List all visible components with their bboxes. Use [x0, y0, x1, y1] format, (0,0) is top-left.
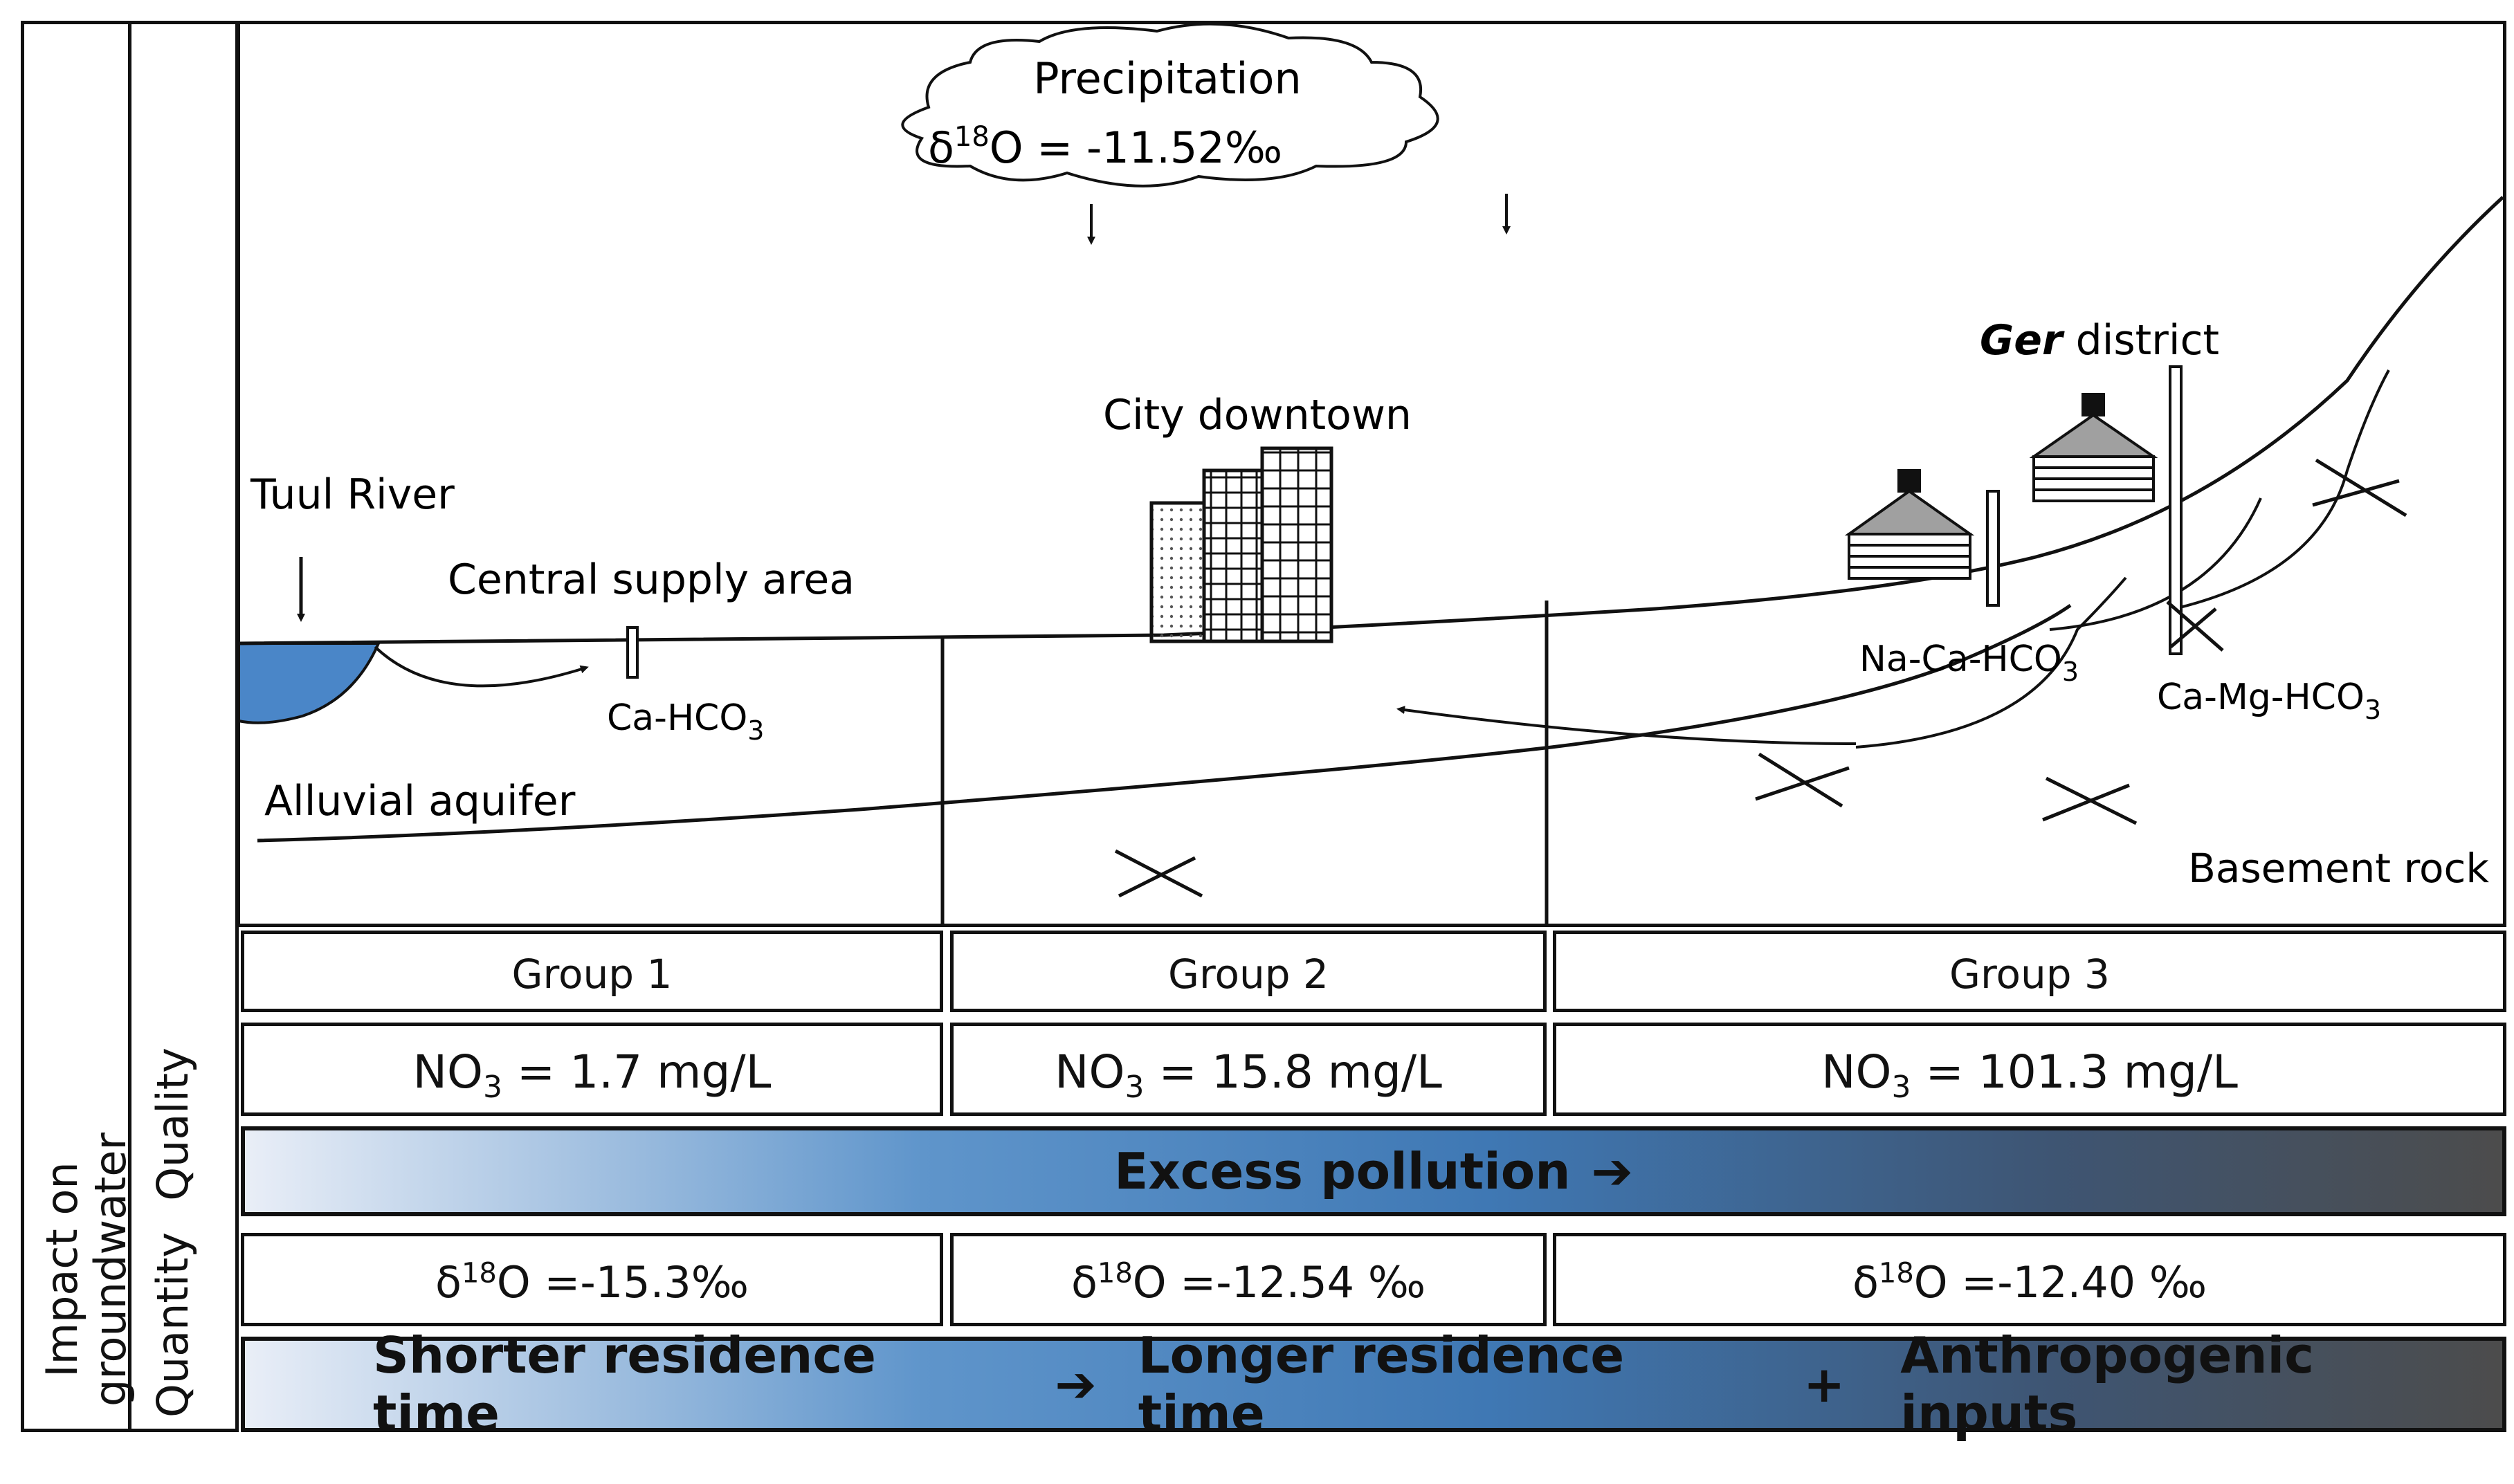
shorter-residence-label: Shorter residence time — [373, 1326, 876, 1442]
ca-hco3-label: Ca-HCO3 — [607, 697, 764, 746]
ger-tent-2 — [2029, 393, 2158, 502]
precip-delta-label: δ18O = -11.52‰ — [928, 121, 1282, 173]
d18o-prefix: δ — [435, 1257, 462, 1308]
d18o-superscript: 18 — [461, 1257, 497, 1290]
precipitation-label: Precipitation — [1033, 53, 1302, 104]
rock-cross-2 — [1755, 752, 1850, 808]
building-2 — [1202, 468, 1272, 643]
impact-label-line1: Impact on — [37, 1162, 87, 1377]
residence-arrow-icon: ➔ — [1055, 1355, 1097, 1413]
side-column-inner — [128, 21, 239, 1432]
d18o-superscript: 18 — [1878, 1257, 1914, 1290]
no3-prefix: NO — [1055, 1045, 1125, 1099]
d18o-value: O =-15.3‰ — [496, 1257, 749, 1308]
group-2-label: Group 2 — [1168, 951, 1329, 998]
alluvial-bottom — [257, 603, 2072, 843]
alluvial-aquifer-label: Alluvial aquifer — [264, 777, 576, 825]
no3-subscript: 3 — [1124, 1070, 1145, 1106]
rock-cross-1 — [1114, 849, 1203, 898]
supply-well — [626, 626, 639, 679]
flow-arrow-ger — [1396, 706, 1857, 745]
group-3-d18o: δ18O =-12.40 ‰ — [1553, 1233, 2506, 1326]
diagram-panel: Precipitation δ18O = -11.52‰ Tuul River … — [237, 21, 2506, 927]
pollution-bar: Excess pollution ➔ — [241, 1126, 2506, 1216]
ger-tent-1 — [1844, 469, 1975, 580]
quality-label: Quality — [147, 1047, 198, 1201]
plus-sign: + — [1803, 1355, 1846, 1413]
group-3-no3: NO3 = 101.3 mg/L — [1553, 1023, 2506, 1116]
anthropogenic-label: Anthropogenic inputs — [1900, 1326, 2314, 1442]
city-downtown-label: City downtown — [1103, 391, 1412, 439]
group-1-header: Group 1 — [241, 931, 943, 1012]
building-3 — [1260, 446, 1333, 643]
no3-prefix: NO — [412, 1045, 483, 1099]
group-2-d18o: δ18O =-12.54 ‰ — [950, 1233, 1547, 1326]
ger-district-label: Ger district — [1980, 316, 2219, 365]
residence-bar: Shorter residence time ➔ Longer residenc… — [241, 1326, 2506, 1442]
central-supply-label: Central supply area — [448, 556, 855, 604]
d18o-prefix: δ — [1071, 1257, 1097, 1308]
no3-subscript: 3 — [482, 1070, 502, 1106]
impact-label: Impact on groundwater — [37, 1055, 142, 1484]
diagram-svg: Precipitation δ18O = -11.52‰ Tuul River … — [237, 21, 2506, 927]
tuul-river-label: Tuul River — [250, 470, 455, 519]
d18o-value: O =-12.54 ‰ — [1132, 1257, 1426, 1308]
basement-rock-label: Basement rock — [2188, 845, 2489, 892]
quantity-label: Quantity — [147, 1232, 198, 1418]
no3-value: = 101.3 mg/L — [1911, 1045, 2238, 1099]
tuul-river-water — [237, 642, 381, 724]
d18o-superscript: 18 — [1097, 1257, 1133, 1290]
flow-line-ger-1 — [1855, 576, 2127, 749]
no3-prefix: NO — [1821, 1045, 1892, 1099]
group-3-label: Group 3 — [1949, 951, 2110, 998]
pollution-label: Excess pollution — [1114, 1142, 1571, 1200]
group-2-header: Group 2 — [950, 931, 1547, 1012]
flow-line-ger-3 — [2174, 369, 2390, 610]
ger-well-1 — [1986, 490, 2000, 607]
group-1-no3: NO3 = 1.7 mg/L — [241, 1023, 943, 1116]
no3-subscript: 3 — [1891, 1070, 1911, 1106]
ger-well-2 — [2169, 365, 2183, 655]
group-3-header: Group 3 — [1553, 931, 2506, 1012]
impact-label-line2: groundwater — [85, 1133, 136, 1407]
rock-cross-4 — [2312, 458, 2407, 517]
flow-arrow-river — [374, 645, 589, 688]
group-2-no3: NO3 = 15.8 mg/L — [950, 1023, 1547, 1116]
d18o-prefix: δ — [1852, 1257, 1879, 1308]
no3-value: = 1.7 mg/L — [502, 1045, 772, 1099]
na-ca-hco3-label: Na-Ca-HCO3 — [1859, 639, 2079, 687]
ca-mg-hco3-label: Ca-Mg-HCO3 — [2157, 677, 2381, 725]
d18o-value: O =-12.40 ‰ — [1913, 1257, 2207, 1308]
rock-cross-5 — [2166, 601, 2224, 652]
group-1-d18o: δ18O =-15.3‰ — [241, 1233, 943, 1326]
pollution-arrow-icon: ➔ — [1591, 1142, 1633, 1200]
side-column-outer — [21, 21, 131, 1432]
longer-residence-label: Longer residence time — [1138, 1326, 1625, 1442]
no3-value: = 15.8 mg/L — [1144, 1045, 1442, 1099]
rock-cross-3 — [2042, 776, 2138, 825]
group-1-label: Group 1 — [511, 951, 673, 998]
precipitation-cloud — [901, 22, 1439, 187]
